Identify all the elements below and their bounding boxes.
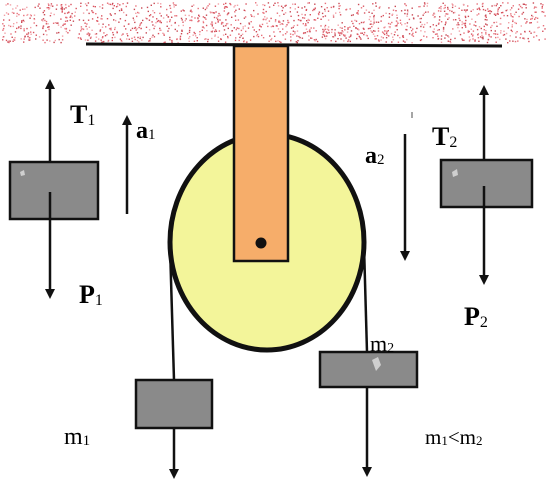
mass-block-left xyxy=(134,378,214,430)
label-tension-left: T1 xyxy=(70,100,95,129)
label-weight-right: P2 xyxy=(464,302,488,331)
label-accel-right: a2 xyxy=(365,143,385,169)
label-mass-condition: m1<m2 xyxy=(425,425,483,449)
block-highlight-right-fbd xyxy=(452,169,458,177)
block-highlight-left xyxy=(20,170,25,176)
block-highlight-right xyxy=(372,357,381,371)
ceiling-texture xyxy=(2,2,546,44)
label-accel-left: a1 xyxy=(136,118,156,144)
rope-left xyxy=(168,245,176,381)
fbd-block-right xyxy=(439,158,534,209)
mass-block-right xyxy=(318,350,419,389)
rope-right xyxy=(362,245,369,353)
label-mass-left: m1 xyxy=(64,424,90,450)
pulley-bracket xyxy=(232,44,290,263)
label-weight-left: P1 xyxy=(79,280,103,309)
ceiling-line xyxy=(85,42,503,48)
label-mass-right: m2 xyxy=(370,331,394,356)
pulley-axle xyxy=(255,237,267,249)
fbd-block-left xyxy=(8,160,100,221)
label-tension-right: T2 xyxy=(432,122,457,151)
